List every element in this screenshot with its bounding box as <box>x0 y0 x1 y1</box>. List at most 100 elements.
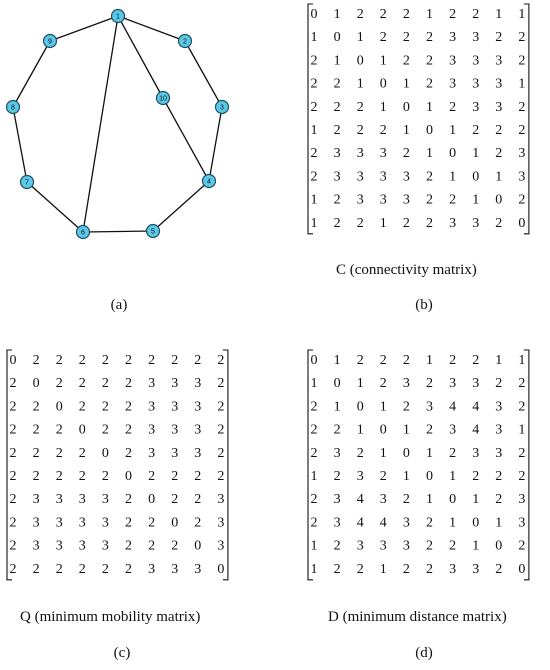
minimum-mobility-matrix-cell: 0 <box>56 399 63 414</box>
minimum-distance-matrix-cell: 1 <box>518 353 525 368</box>
minimum-mobility-matrix-cell: 2 <box>125 515 132 530</box>
graph-node-label-1: 1 <box>116 14 120 21</box>
minimum-distance-matrix-cell: 1 <box>403 469 410 484</box>
minimum-distance-matrix-cell: 3 <box>449 423 456 438</box>
minimum-distance-matrix-cell: 3 <box>518 492 525 507</box>
connectivity-matrix-cell: 2 <box>403 216 410 231</box>
minimum-mobility-matrix-cell: 2 <box>171 539 178 554</box>
minimum-mobility-matrix-cell: 2 <box>217 469 224 484</box>
minimum-distance-matrix-cell: 2 <box>472 353 479 368</box>
connectivity-matrix-cell: 2 <box>334 77 341 92</box>
minimum-distance-matrix-cell: 2 <box>518 376 525 391</box>
minimum-mobility-matrix-cell: 3 <box>79 515 86 530</box>
connectivity-matrix-cell: 2 <box>403 146 410 161</box>
minimum-mobility-matrix-cell: 3 <box>217 492 224 507</box>
minimum-mobility-matrix-cell: 3 <box>148 376 155 391</box>
connectivity-matrix-cell: 1 <box>311 193 318 208</box>
connectivity-matrix-cell: 1 <box>472 146 479 161</box>
minimum-distance-matrix-cell: 2 <box>426 562 433 577</box>
minimum-distance-matrix-cell: 2 <box>380 353 387 368</box>
minimum-mobility-matrix-cell: 2 <box>194 492 201 507</box>
connectivity-matrix-cell: 1 <box>426 100 433 115</box>
minimum-mobility-matrix-cell: 0 <box>194 539 201 554</box>
connectivity-matrix-cell: 1 <box>311 216 318 231</box>
connectivity-matrix-cell: 2 <box>518 100 525 115</box>
minimum-mobility-matrix-cell: 2 <box>194 353 201 368</box>
minimum-mobility-matrix-cell: 2 <box>33 562 40 577</box>
connectivity-matrix-cell: 2 <box>518 53 525 68</box>
minimum-mobility-matrix-cell: 2 <box>102 423 109 438</box>
minimum-distance-matrix-cell: 3 <box>472 376 479 391</box>
graph-node-5 <box>145 223 161 239</box>
graph-node-3 <box>214 99 230 115</box>
minimum-distance-matrix-cell: 2 <box>334 469 341 484</box>
minimum-distance-matrix-cell: 3 <box>426 399 433 414</box>
minimum-distance-matrix-cell: 2 <box>403 353 410 368</box>
minimum-mobility-matrix-cell: 2 <box>33 469 40 484</box>
graph-node-label-6: 6 <box>81 230 85 237</box>
connectivity-matrix-cell: 3 <box>472 100 479 115</box>
connectivity-matrix-cell: 1 <box>357 77 364 92</box>
graph-node-8 <box>5 99 21 115</box>
minimum-mobility-matrix-cell: 0 <box>102 446 109 461</box>
connectivity-matrix-cell: 3 <box>380 193 387 208</box>
minimum-mobility-matrix-cell: 2 <box>171 353 178 368</box>
minimum-distance-matrix-caption: D (minimum distance matrix) <box>328 609 507 625</box>
minimum-mobility-matrix-cell: 3 <box>102 492 109 507</box>
graph-node-7 <box>19 174 35 190</box>
connectivity-matrix-cell: 2 <box>357 123 364 138</box>
minimum-distance-matrix-cell: 3 <box>380 539 387 554</box>
minimum-distance-matrix-cell: 2 <box>403 562 410 577</box>
connectivity-matrix-cell: 3 <box>449 30 456 45</box>
minimum-distance-matrix-cell: 1 <box>334 399 341 414</box>
minimum-distance-matrix-cell: 1 <box>472 492 479 507</box>
minimum-distance-matrix-cell: 2 <box>380 469 387 484</box>
minimum-mobility-matrix-cell: 0 <box>171 515 178 530</box>
connectivity-matrix-cell: 2 <box>426 216 433 231</box>
connectivity-matrix-cell: 1 <box>380 53 387 68</box>
minimum-distance-matrix-cell: 2 <box>472 469 479 484</box>
minimum-mobility-matrix-cell: 2 <box>10 562 17 577</box>
connectivity-matrix-caption: C (connectivity matrix) <box>336 262 477 278</box>
minimum-distance-matrix-cell: 2 <box>495 469 502 484</box>
minimum-mobility-matrix-cell: 2 <box>79 446 86 461</box>
graph-edge-7-8 <box>12 106 28 183</box>
minimum-mobility-matrix-cell: 3 <box>194 562 201 577</box>
connectivity-matrix-cell: 2 <box>357 100 364 115</box>
minimum-distance-matrix-cell: 3 <box>357 469 364 484</box>
minimum-mobility-matrix-cell: 2 <box>102 469 109 484</box>
minimum-mobility-matrix-cell: 2 <box>56 423 63 438</box>
connectivity-matrix-cell: 1 <box>380 216 387 231</box>
connectivity-matrix-cell: 1 <box>426 146 433 161</box>
minimum-mobility-matrix-cell: 2 <box>102 376 109 391</box>
connectivity-matrix-cell: 3 <box>449 77 456 92</box>
minimum-distance-matrix-cell: 1 <box>311 539 318 554</box>
connectivity-matrix-cell: 3 <box>403 193 410 208</box>
connectivity-matrix-cell: 3 <box>357 146 364 161</box>
connectivity-matrix-cell: 2 <box>334 216 341 231</box>
graph-edge-3-4 <box>208 106 223 182</box>
minimum-distance-matrix-cell: 2 <box>426 515 433 530</box>
minimum-distance-matrix-cell: 2 <box>449 446 456 461</box>
minimum-mobility-matrix-cell: 2 <box>148 353 155 368</box>
connectivity-matrix-cell: 2 <box>311 169 318 184</box>
minimum-distance-matrix-cell: 2 <box>518 539 525 554</box>
connectivity-matrix-cell: 2 <box>518 193 525 208</box>
connectivity-matrix-cell: 3 <box>357 193 364 208</box>
minimum-distance-matrix-cell: 1 <box>380 562 387 577</box>
minimum-distance-matrix-cell: 4 <box>357 515 364 530</box>
minimum-mobility-matrix-cell: 0 <box>33 376 40 391</box>
connectivity-matrix-cell: 1 <box>403 123 410 138</box>
connectivity-matrix-cell: 3 <box>357 169 364 184</box>
connectivity-matrix-cell: 2 <box>495 30 502 45</box>
connectivity-matrix-cell: 2 <box>403 53 410 68</box>
minimum-mobility-matrix-cell: 3 <box>33 539 40 554</box>
minimum-mobility-matrix-cell: 3 <box>33 492 40 507</box>
minimum-mobility-matrix-cell: 2 <box>148 539 155 554</box>
minimum-mobility-matrix-cell: 2 <box>125 446 132 461</box>
minimum-distance-matrix-cell: 2 <box>334 539 341 554</box>
minimum-distance-matrix-cell: 3 <box>495 446 502 461</box>
minimum-mobility-matrix-cell: 3 <box>171 446 178 461</box>
connectivity-matrix-cell: 2 <box>311 146 318 161</box>
